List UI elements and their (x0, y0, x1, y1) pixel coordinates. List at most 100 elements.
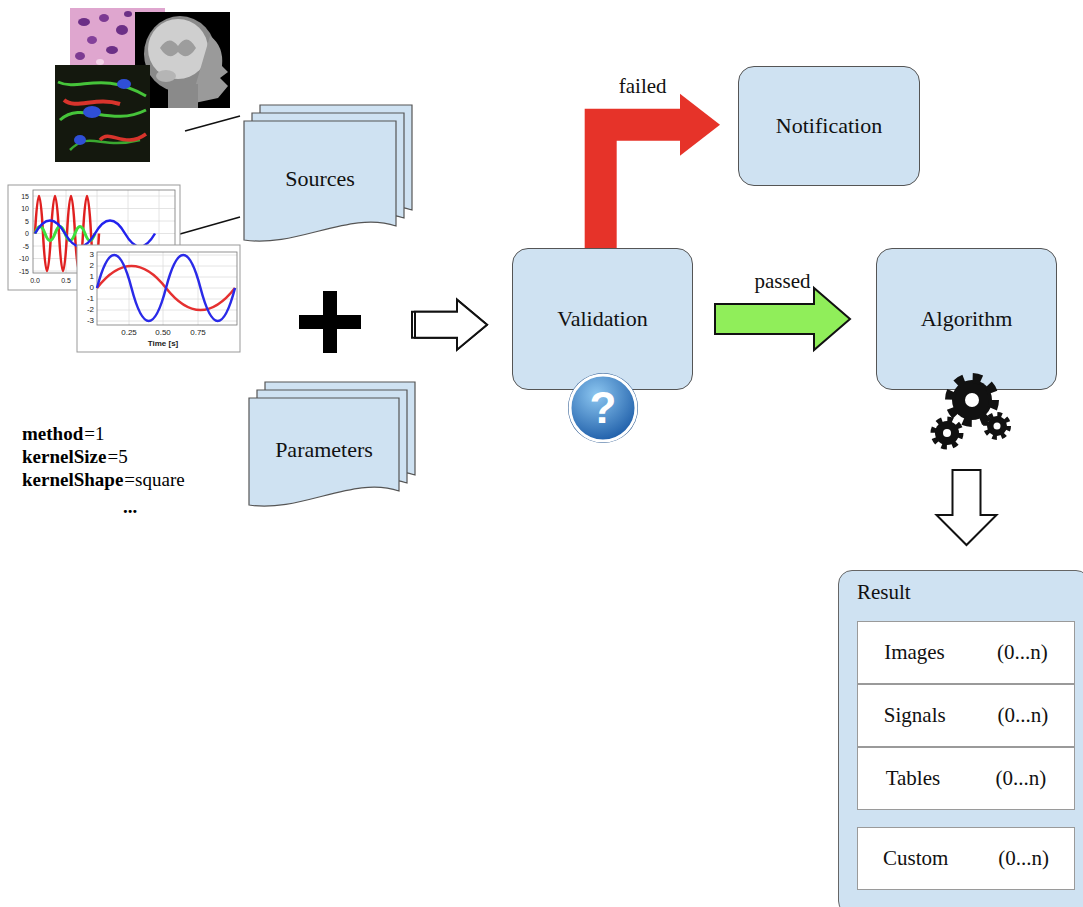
document-sheet (244, 121, 396, 241)
gear-hole (994, 423, 1001, 430)
cell-nucleus (117, 79, 131, 89)
node-title: Validation (557, 306, 647, 331)
help-icon (568, 373, 638, 443)
text-holder: Sources (244, 121, 396, 236)
cell-nucleus (106, 46, 118, 54)
node-title: Result (857, 580, 911, 604)
tick-label: 2 (90, 262, 94, 270)
document-stack: Parameters (249, 382, 415, 505)
tissue-patch (96, 59, 104, 65)
signal-plot (77, 245, 240, 352)
connector-shape (601, 125, 680, 248)
connector-shape (412, 300, 487, 350)
edge-label: failed (619, 75, 667, 98)
tick-label: 0.0 (30, 277, 40, 284)
connector-arrow (415, 300, 487, 350)
gear-body (987, 416, 1007, 436)
tick-label: 15 (21, 193, 29, 200)
help-icon (570, 375, 636, 441)
gear-teeth (934, 420, 960, 446)
axis-title: Time [s] (148, 340, 179, 348)
plot-grid (97, 252, 237, 325)
parameter-value: =5 (107, 447, 127, 466)
node-count: (0...n) (998, 846, 1049, 870)
tick-label: -10 (19, 255, 29, 262)
tick-label: -2 (87, 306, 94, 314)
gear-icon (934, 378, 1008, 446)
fluorescence-fibre (60, 110, 146, 120)
process-box: Notification (738, 66, 920, 186)
node-title: Sources (285, 166, 355, 191)
tick-label: 0 (25, 230, 29, 237)
node-title: Tables (886, 766, 941, 790)
gear-body (952, 380, 992, 420)
node-title: Notification (776, 113, 882, 138)
mri-cerebellum (156, 70, 176, 82)
text-holder: Signals (0...n) (858, 685, 1074, 746)
leader-line (180, 217, 240, 234)
tick-label: 0 (90, 284, 94, 292)
node-count: (0...n) (996, 766, 1047, 790)
gear-teeth (986, 415, 1008, 437)
parameter-name: kernelSize (22, 447, 106, 466)
gear-body (935, 421, 959, 445)
node-title: Custom (883, 846, 948, 870)
plot-frame (97, 252, 237, 325)
parameter-value: =1 (84, 424, 104, 443)
ellipsis: ... (123, 497, 137, 516)
tick-label: -3 (87, 317, 94, 325)
mri-neck (168, 84, 198, 108)
node-title: Images (884, 640, 945, 664)
result-row: Tables (0...n) (857, 747, 1075, 810)
result-row: Custom (0...n) (857, 827, 1075, 890)
cell-nucleus (83, 106, 101, 118)
text-holder: Custom (0...n) (858, 828, 1074, 889)
fluorescence-fibre (64, 100, 120, 104)
cell-nucleus (116, 25, 128, 35)
parameter-value: =square (124, 470, 184, 489)
process-box: Algorithm (876, 248, 1057, 390)
document-stack: Sources (244, 105, 412, 240)
node-title: Algorithm (921, 306, 1013, 331)
cell-nucleus (124, 11, 132, 17)
process-box: Validation (512, 248, 693, 390)
connector-arrow (601, 94, 720, 248)
cell-nucleus (75, 52, 85, 60)
text-holder: Parameters (249, 398, 399, 501)
connector-arrow (412, 300, 487, 350)
plus-symbol (323, 291, 337, 353)
connector-shape (415, 300, 487, 350)
cell-nucleus (87, 36, 97, 44)
text-holder: Algorithm (877, 249, 1056, 389)
tick-label: 1 (90, 273, 94, 281)
leader-line (185, 116, 240, 131)
connector-shape (937, 470, 997, 545)
tick-label: -5 (23, 243, 29, 250)
mri-brain (148, 19, 208, 79)
tick-label: 0.5 (61, 277, 71, 284)
node-title: Signals (884, 703, 946, 727)
connector-shape (715, 288, 850, 350)
cell-nucleus (74, 135, 86, 145)
connector-shape (680, 94, 720, 156)
text-holder: Result (857, 580, 911, 604)
document-sheet (249, 398, 399, 506)
connector-arrow (715, 288, 850, 350)
tick-label: 0.25 (121, 329, 137, 337)
gear-teeth (950, 378, 994, 422)
node-count: (0...n) (997, 703, 1048, 727)
tick-label: 3 (90, 251, 94, 259)
signal-trace (35, 221, 155, 247)
result-row: Images(0...n) (857, 621, 1075, 684)
edge-label: passed (755, 270, 811, 293)
tick-label: 5 (25, 218, 29, 225)
tick-label: 10 (21, 205, 29, 212)
cell-nucleus (78, 18, 90, 26)
cell-nucleus (99, 14, 109, 22)
result-row: Signals (0...n) (857, 684, 1075, 747)
help-icon-glyph: ? (590, 386, 617, 430)
text-holder: Images(0...n) (858, 622, 1074, 683)
tick-label: -15 (19, 268, 29, 275)
fluorescence-image (55, 65, 150, 162)
